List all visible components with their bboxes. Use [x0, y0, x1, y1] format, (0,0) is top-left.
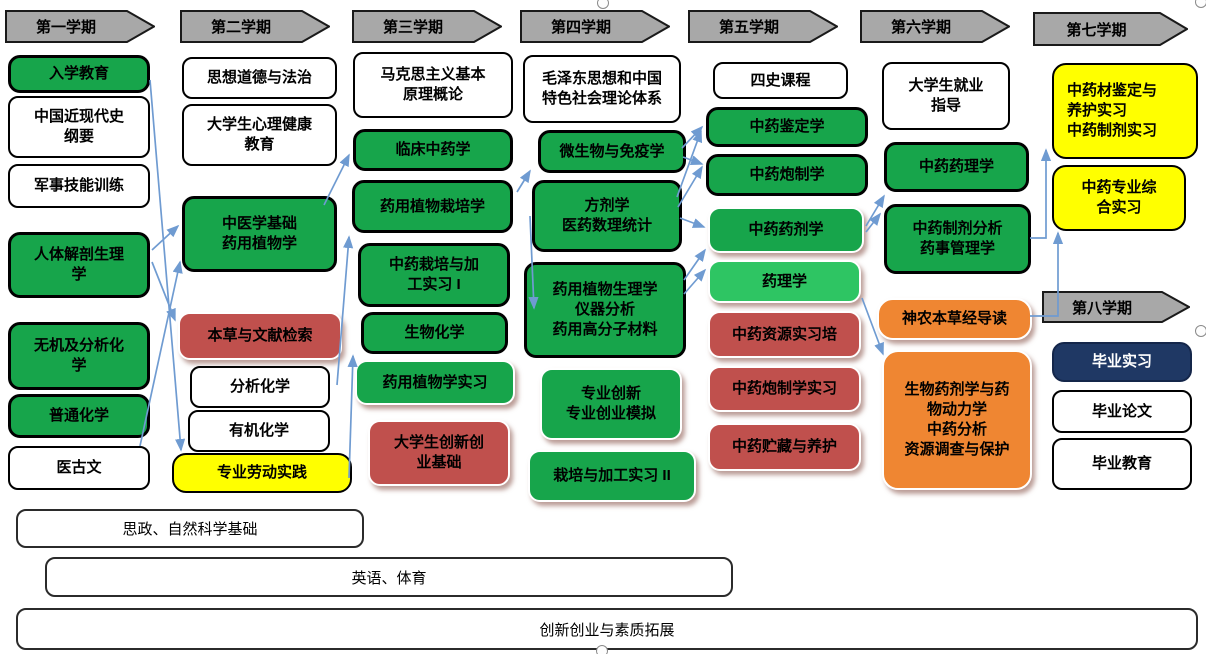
semester-header-label: 第六学期	[890, 19, 951, 36]
flow-arrow	[865, 194, 885, 227]
course-box[interactable]: 马克思主义基本 原理概论	[353, 52, 513, 118]
semester-arrow-shape	[860, 10, 1012, 43]
semester-header-2[interactable]: 第二学期	[180, 10, 332, 43]
course-box[interactable]: 无机及分析化 学	[8, 322, 150, 390]
course-box[interactable]: 专业劳动实践	[172, 453, 352, 493]
course-box[interactable]: 中药材鉴定与 养护实习 中药制剂实习	[1052, 63, 1198, 159]
course-box[interactable]: 药用植物学实习	[355, 360, 515, 405]
course-box[interactable]: 栽培与加工实习 II	[528, 450, 696, 502]
semester-header-label: 第四学期	[550, 19, 611, 36]
course-box[interactable]: 药理学	[708, 260, 861, 303]
flow-arrow	[149, 79, 186, 452]
course-box[interactable]: 中药炮制学实习	[708, 366, 861, 412]
course-box[interactable]: 神农本草经导读	[877, 298, 1032, 340]
semester-header-label: 第八学期	[1071, 299, 1132, 317]
selection-handle[interactable]	[1195, 325, 1206, 337]
course-box[interactable]: 方剂学 医药数理统计	[532, 180, 682, 252]
selection-handle[interactable]	[1195, 0, 1206, 8]
semester-header-8[interactable]: 第八学期	[1042, 291, 1192, 323]
course-box[interactable]: 中医学基础 药用植物学	[182, 196, 337, 272]
course-box[interactable]: 微生物与免疫学	[538, 130, 686, 173]
course-box[interactable]: 本草与文献检索	[178, 312, 342, 360]
course-box[interactable]: 四史课程	[713, 62, 848, 99]
course-box[interactable]: 生物药剂学与药 物动力学 中药分析 资源调查与保护	[882, 350, 1032, 490]
semester-arrow-shape	[520, 10, 672, 43]
course-box[interactable]: 中药制剂分析 药事管理学	[884, 204, 1031, 274]
course-box[interactable]: 生物化学	[361, 312, 508, 354]
selection-handle[interactable]	[597, 0, 609, 9]
semester-arrow-shape	[1033, 12, 1189, 46]
semester-header-5[interactable]: 第五学期	[688, 10, 840, 43]
course-box[interactable]: 普通化学	[8, 394, 150, 438]
flow-arrow	[865, 212, 882, 233]
course-box[interactable]: 大学生就业 指导	[882, 62, 1010, 130]
semester-header-label: 第五学期	[718, 19, 779, 36]
semester-arrow-shape	[688, 10, 840, 43]
semester-header-6[interactable]: 第六学期	[860, 10, 1012, 43]
category-bar[interactable]: 思政、自然科学基础	[16, 509, 364, 548]
course-box[interactable]: 毕业教育	[1052, 438, 1192, 490]
course-box[interactable]: 军事技能训练	[8, 164, 150, 208]
semester-header-label: 第一学期	[35, 19, 96, 36]
semester-arrow-shape	[1042, 291, 1192, 323]
course-box[interactable]: 中药药理学	[884, 142, 1029, 192]
course-box[interactable]: 中药炮制学	[706, 154, 868, 196]
course-box[interactable]: 大学生创新创 业基础	[368, 420, 510, 486]
flow-arrow	[336, 235, 354, 386]
course-box[interactable]: 医古文	[8, 446, 150, 490]
semester-header-4[interactable]: 第四学期	[520, 10, 672, 43]
course-box[interactable]: 中药贮藏与养护	[708, 423, 861, 471]
category-bar[interactable]: 创新创业与素质拓展	[16, 608, 1198, 650]
course-box[interactable]: 药用植物栽培学	[352, 180, 513, 233]
course-box[interactable]: 中药专业综 合实习	[1052, 165, 1186, 231]
course-box[interactable]: 专业创新 专业创业模拟	[540, 368, 682, 440]
category-bar[interactable]: 英语、体育	[45, 557, 733, 597]
semester-header-label: 第七学期	[1066, 21, 1127, 39]
semester-header-3[interactable]: 第三学期	[352, 10, 504, 43]
semester-header-7[interactable]: 第七学期	[1033, 12, 1189, 46]
course-box[interactable]: 思想道德与法治	[182, 57, 337, 99]
course-box[interactable]: 分析化学	[190, 366, 330, 408]
flow-arrow	[679, 217, 706, 228]
course-box[interactable]: 药用植物生理学 仪器分析 药用高分子材料	[524, 262, 686, 358]
course-box[interactable]: 中药栽培与加 工实习 I	[358, 243, 510, 307]
course-box[interactable]: 中药药剂学	[708, 207, 864, 253]
flow-arrow	[151, 224, 180, 251]
flow-arrow	[516, 169, 531, 193]
course-box[interactable]: 临床中药学	[353, 129, 513, 171]
course-box[interactable]: 毛泽东思想和中国 特色社会理论体系	[523, 55, 681, 123]
course-box[interactable]: 毕业实习	[1052, 342, 1192, 382]
course-box[interactable]: 大学生心理健康 教育	[182, 104, 337, 166]
course-box[interactable]: 人体解剖生理 学	[8, 232, 150, 298]
course-box[interactable]: 中药鉴定学	[706, 107, 868, 147]
flow-arrow	[683, 268, 707, 295]
flow-arrow	[1030, 148, 1052, 239]
semester-arrow-shape	[352, 10, 504, 43]
flow-arrow	[151, 261, 176, 322]
course-box[interactable]: 毕业论文	[1052, 390, 1192, 433]
semester-arrow-shape	[180, 10, 332, 43]
semester-arrow-shape	[5, 10, 157, 43]
flow-arrow	[683, 248, 706, 281]
semester-header-1[interactable]: 第一学期	[5, 10, 157, 43]
semester-header-label: 第二学期	[210, 19, 271, 36]
course-box[interactable]: 入学教育	[8, 55, 150, 93]
course-box[interactable]: 中药资源实习培	[708, 311, 861, 358]
selection-handle[interactable]	[596, 645, 608, 654]
course-box[interactable]: 中国近现代史 纲要	[8, 96, 150, 158]
semester-header-label: 第三学期	[382, 19, 443, 36]
course-box[interactable]: 有机化学	[188, 410, 330, 452]
